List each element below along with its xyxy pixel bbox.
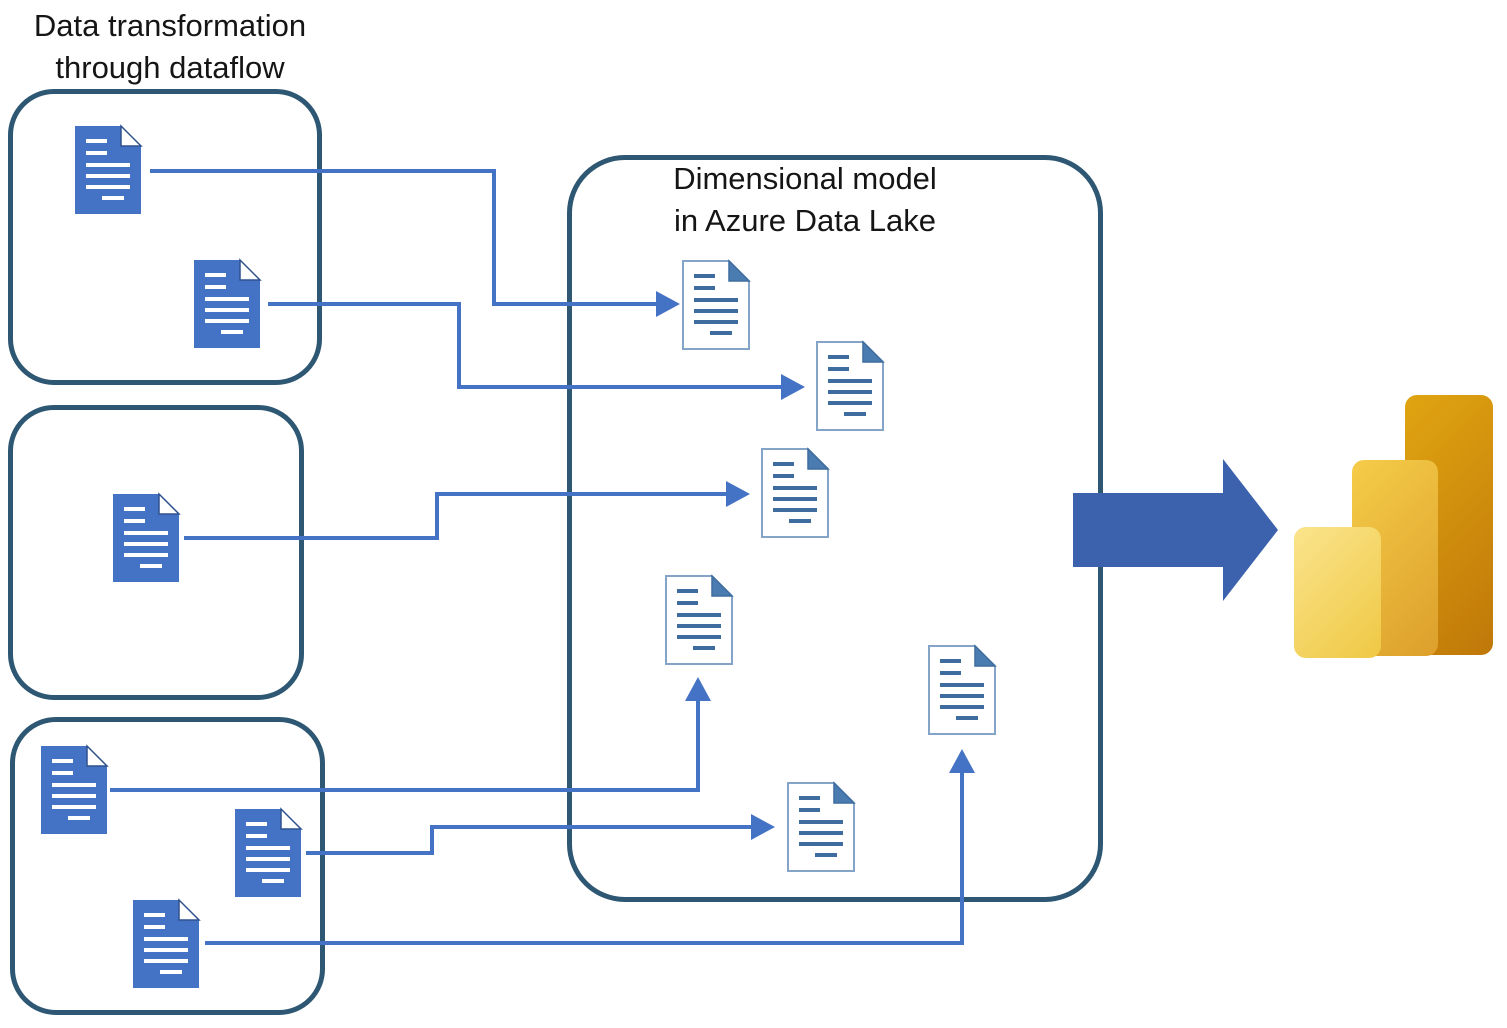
dataflow-group-label-line2: through dataflow — [55, 50, 285, 85]
dimensional-model-label-line2: in Azure Data Lake — [674, 203, 936, 238]
document-outline-icon — [928, 645, 996, 735]
flow-arrow-icon — [1073, 459, 1278, 601]
document-icon — [112, 493, 180, 583]
document-outline-icon — [761, 448, 829, 538]
document-icon — [234, 808, 302, 898]
powerbi-short-bar — [1294, 527, 1381, 658]
source-box-2 — [8, 405, 304, 700]
dimensional-model-label-line1: Dimensional model — [673, 161, 937, 196]
document-icon — [74, 125, 142, 215]
document-icon — [40, 745, 108, 835]
document-outline-icon — [665, 575, 733, 665]
dataflow-group-label-line1: Data transformation — [33, 8, 307, 43]
document-outline-icon — [816, 341, 884, 431]
dataflow-group-label: Data transformation through dataflow — [20, 5, 320, 89]
document-outline-icon — [682, 260, 750, 350]
document-outline-icon — [787, 782, 855, 872]
document-icon — [132, 899, 200, 989]
document-icon — [193, 259, 261, 349]
source-box-1 — [8, 89, 322, 385]
dimensional-model-label: Dimensional model in Azure Data Lake — [605, 158, 1005, 242]
